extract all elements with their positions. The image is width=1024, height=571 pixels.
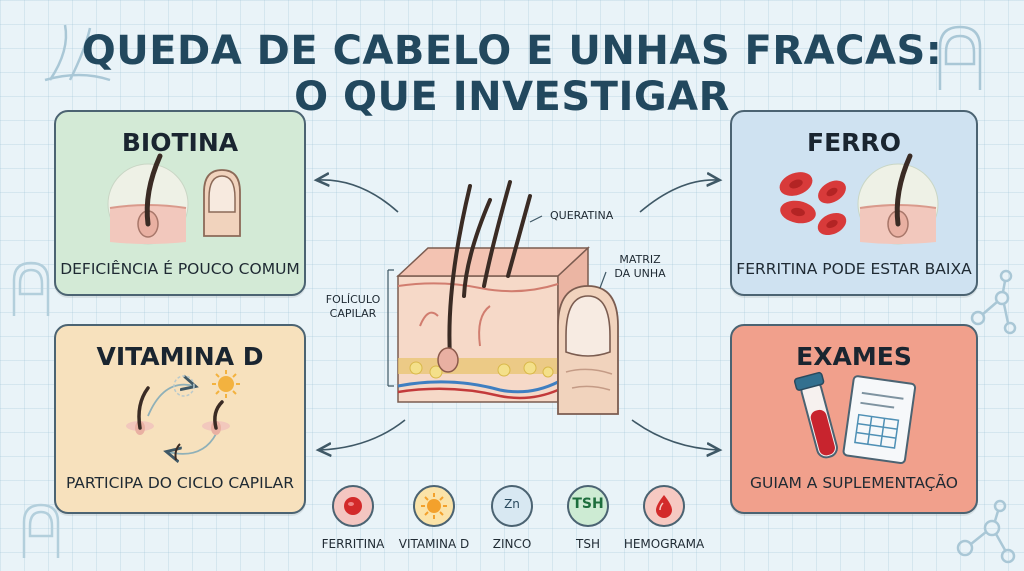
- test-zinco: Zn ZINCO: [462, 485, 562, 551]
- card-exames: EXAMES GUIAM A SUPLEMENTAÇÃO: [730, 324, 978, 514]
- hair-follicle-icon: [857, 153, 939, 245]
- card-ferro: FERRO FERRITINA PODE ESTAR BAIXA: [730, 110, 978, 296]
- card-exames-caption: GUIAM A SUPLEMENTAÇÃO: [749, 474, 959, 492]
- test-tsh-label: TSH: [576, 537, 600, 551]
- test-zinco-label: ZINCO: [492, 537, 532, 551]
- nail-matrix-label: MATRIZ DA UNHA: [600, 253, 680, 281]
- test-vitamina-d: VITAMINA D: [384, 485, 484, 551]
- hair-follicle-label: FOLÍCULO CAPILAR: [318, 293, 388, 321]
- test-ferritina-label: FERRITINA: [321, 537, 385, 551]
- zinc-icon: Zn: [491, 485, 533, 527]
- hair-follicle-icon: [202, 400, 230, 435]
- hair-cycle-icon: [147, 385, 217, 454]
- lab-report-icon: [842, 375, 917, 465]
- test-ferritina: FERRITINA: [303, 485, 403, 551]
- test-hemograma-label: HEMOGRAMA: [623, 537, 705, 551]
- card-vitamina-d-caption: PARTICIPA DO CICLO CAPILAR: [65, 474, 295, 492]
- blood-tube-icon: [793, 371, 838, 459]
- card-vitamina-d: VITAMINA D PARTICIPA DO CICLO CAPILAR: [54, 324, 306, 514]
- card-vitamina-d-title: VITAMINA D: [96, 342, 264, 371]
- hair-follicle-icon: [107, 153, 189, 245]
- blood-drop-icon: [643, 485, 685, 527]
- tsh-symbol: TSH: [572, 496, 604, 512]
- exames-illustration: [793, 371, 917, 465]
- zinc-symbol: Zn: [504, 497, 520, 511]
- sun-icon: [212, 370, 240, 398]
- card-ferro-title: FERRO: [807, 128, 901, 157]
- card-biotina-caption: DEFICIÊNCIA É POUCO COMUM: [60, 260, 300, 278]
- hair-follicle-label-line-1: FOLÍCULO: [325, 293, 381, 306]
- test-vitamina-d-label: VITAMINA D: [398, 537, 470, 551]
- card-ferro-caption: FERRITINA PODE ESTAR BAIXA: [736, 260, 972, 278]
- nail-matrix-label-line-1: MATRIZ: [619, 253, 661, 266]
- page-title-line-2: O QUE INVESTIGAR: [294, 74, 730, 120]
- red-blood-cells-icon: [779, 172, 847, 236]
- card-exames-title: EXAMES: [796, 342, 912, 371]
- vitamina-d-illustration: [126, 370, 240, 512]
- nail-matrix-label-line-2: DA UNHA: [614, 267, 666, 280]
- arrow-to-ferro: [639, 180, 718, 213]
- ferro-illustration: [779, 153, 939, 245]
- arrow-to-exames: [631, 419, 718, 450]
- fingernail-doodle-icon: [22, 503, 60, 558]
- hair-bulb: [437, 347, 459, 373]
- keratin-label: QUERATINA: [550, 209, 614, 222]
- card-biotina-title: BIOTINA: [121, 128, 239, 157]
- sun-icon: [413, 485, 455, 527]
- fingernail-doodle-icon: [938, 25, 982, 90]
- finger-nail-icon: [203, 169, 241, 237]
- arrow-to-biotina: [318, 180, 399, 213]
- test-tsh: TSH TSH: [538, 485, 638, 551]
- finger-nail-icon: [557, 285, 619, 415]
- hair-follicle-doodle-icon: [44, 24, 111, 82]
- hair-strands: [447, 180, 532, 358]
- blood-cell-icon: [332, 485, 374, 527]
- arrow-to-vitamina-d: [320, 419, 406, 450]
- skin-cross-section-illustration: [387, 180, 619, 415]
- biotina-illustration: [107, 153, 241, 245]
- page-title-line-1: QUEDA DE CABELO E UNHAS FRACAS:: [81, 28, 943, 74]
- hair-follicle-icon: [126, 386, 154, 435]
- molecule-doodle-icon: [970, 269, 1017, 335]
- hair-follicle-label-line-2: CAPILAR: [329, 307, 377, 320]
- tsh-icon: TSH: [567, 485, 609, 527]
- fingernail-doodle-icon: [12, 261, 50, 316]
- card-biotina: BIOTINA DEFICIÊNCIA É POUCO COMUM: [54, 110, 306, 296]
- molecule-doodle-icon: [956, 499, 1016, 564]
- test-hemograma: HEMOGRAMA: [614, 485, 714, 551]
